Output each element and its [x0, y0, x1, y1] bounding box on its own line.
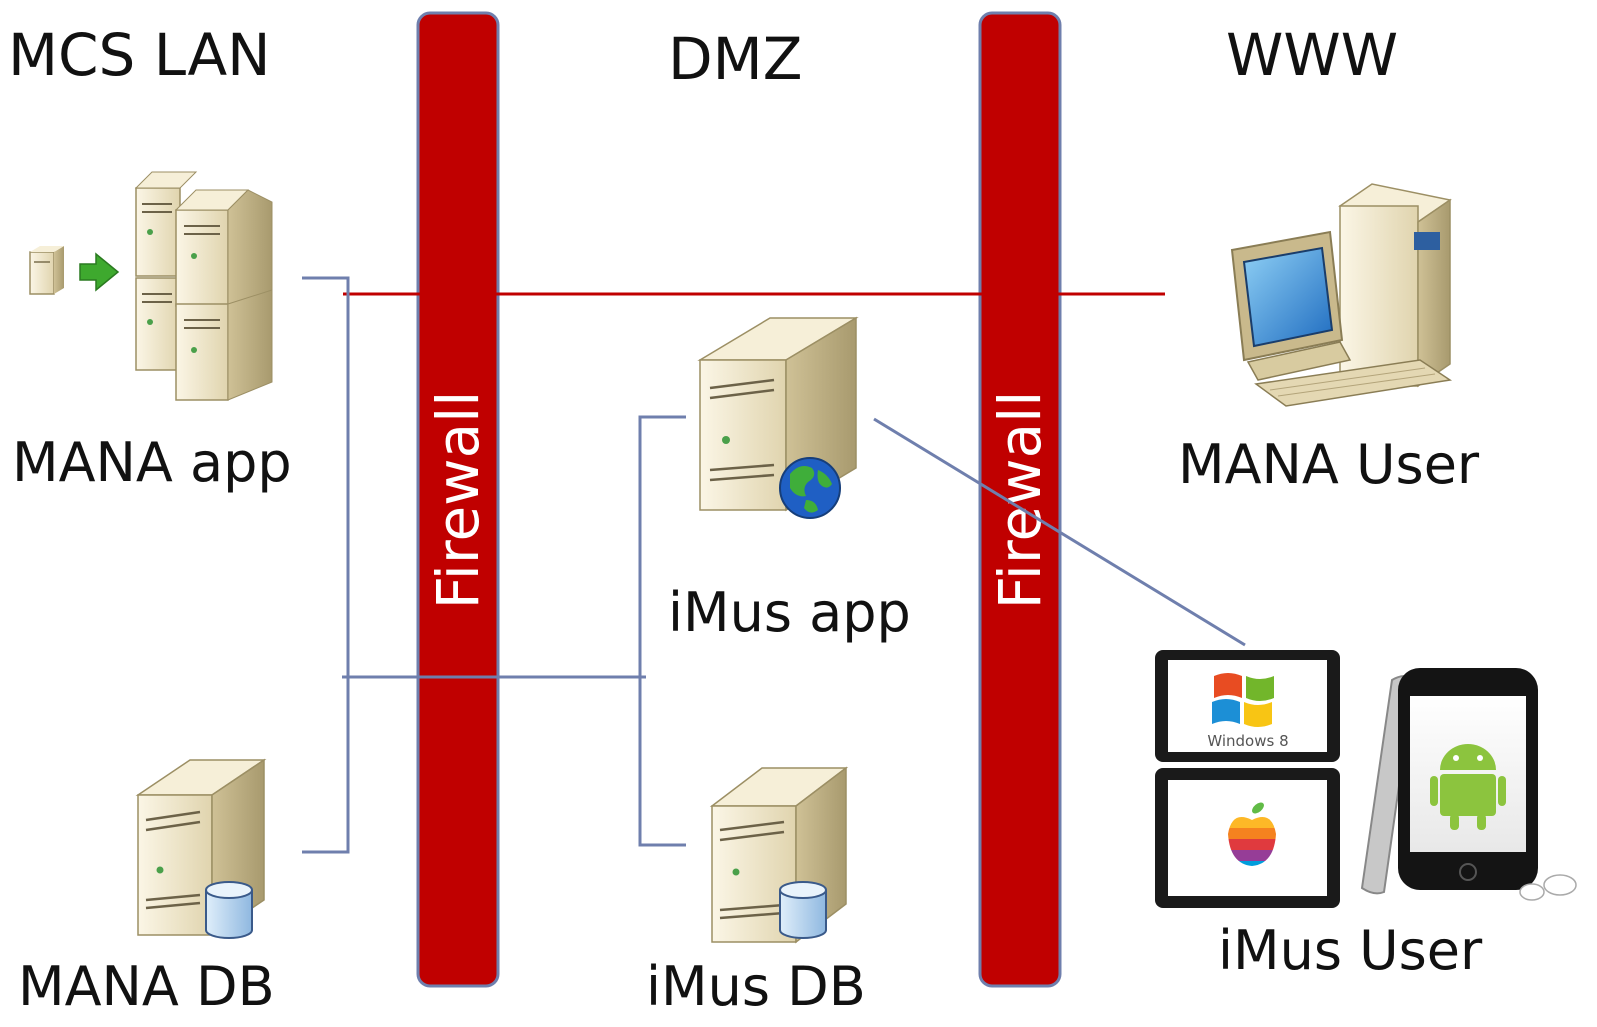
database-server-icon: [135, 758, 267, 939]
web-server-icon: [697, 316, 859, 519]
node-label-mana-user: MANA User: [1178, 433, 1480, 496]
firewall-outer-label: Firewall: [986, 391, 1054, 610]
zone-label-lan: MCS LAN: [8, 21, 271, 89]
node-label-imus-app: iMus app: [668, 581, 911, 644]
zone-label-www: WWW: [1226, 21, 1399, 89]
windows-logo-icon: [1212, 673, 1274, 727]
zone-label-dmz: DMZ: [668, 25, 803, 93]
imus-connection-lines: [302, 276, 1246, 854]
server-cluster-icon: [29, 171, 273, 401]
android-logo-icon: [1430, 744, 1506, 830]
firewall-inner: Firewall: [416, 11, 500, 988]
apple-logo-icon: [1222, 802, 1282, 872]
windows-8-label: Windows 8: [1207, 732, 1288, 750]
node-label-imus-db: iMus DB: [646, 955, 866, 1018]
firewall-inner-label: Firewall: [424, 391, 492, 610]
mobile-devices-icon: Windows 8: [1155, 650, 1577, 908]
firewall-outer: Firewall: [978, 11, 1062, 988]
database-server-icon: [709, 766, 849, 944]
desktop-computer-icon: [1230, 183, 1453, 407]
node-label-mana-app: MANA app: [12, 431, 292, 494]
node-label-imus-user: iMus User: [1218, 919, 1483, 982]
earphones-icon: [1519, 874, 1577, 901]
node-label-mana-db: MANA DB: [18, 955, 275, 1018]
